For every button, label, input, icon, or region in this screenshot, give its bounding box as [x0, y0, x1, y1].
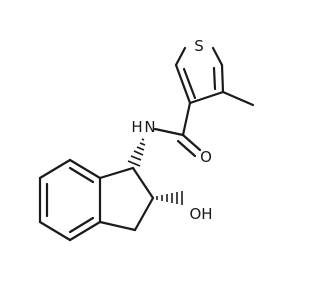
- benzene-ring: [38, 158, 102, 242]
- diagram-canvas: S N H O OH: [38, 37, 255, 242]
- bond-c3a-c4-double: [68, 216, 95, 234]
- bond-c3i-c3a: [98, 220, 137, 232]
- bond-c7-c7a: [68, 158, 102, 180]
- bond-c3a-c4: [68, 220, 102, 242]
- thiophene-ring: [174, 46, 225, 105]
- molecule-structure: S N H O OH: [38, 37, 255, 242]
- bond-c7-c7a-double: [68, 166, 95, 184]
- bond-c4-c5: [220, 63, 225, 94]
- bond-c4-c5: [38, 220, 72, 242]
- atom-label-nitrogen: N: [144, 118, 155, 136]
- bond-c2-c3i: [133, 196, 155, 232]
- bond-c6-c7: [38, 158, 72, 180]
- atom-label-carbonyl-oxygen: O: [200, 148, 212, 166]
- atom-label-hydroxyl: OH: [189, 205, 212, 223]
- amide-group: [153, 101, 202, 158]
- indane-five-ring: [98, 166, 155, 232]
- bond-carbonyl-o: [181, 133, 202, 152]
- hashed-wedge-c2-oh: [156, 191, 183, 205]
- bond-c3-carbonyl: [181, 101, 192, 137]
- bond-c3-c4: [188, 90, 225, 105]
- hashed-wedge-n-c1: [127, 138, 146, 167]
- bond-c2-c3-double: [182, 67, 197, 100]
- bond-methyl: [221, 90, 255, 107]
- bond-carbonyl-n: [153, 127, 185, 137]
- atom-label-sulfur: S: [194, 37, 204, 55]
- bond-s-c2: [174, 46, 187, 67]
- bond-carbonyl-o-double: [176, 139, 197, 158]
- atom-label-amide-hydrogen: H: [131, 118, 142, 136]
- bond-c4-c5-double: [212, 66, 217, 91]
- bond-c1-c7a: [98, 166, 135, 180]
- bond-c2-c3: [174, 63, 192, 105]
- bond-c1-c2: [131, 166, 155, 200]
- bond-s-c5: [211, 46, 224, 67]
